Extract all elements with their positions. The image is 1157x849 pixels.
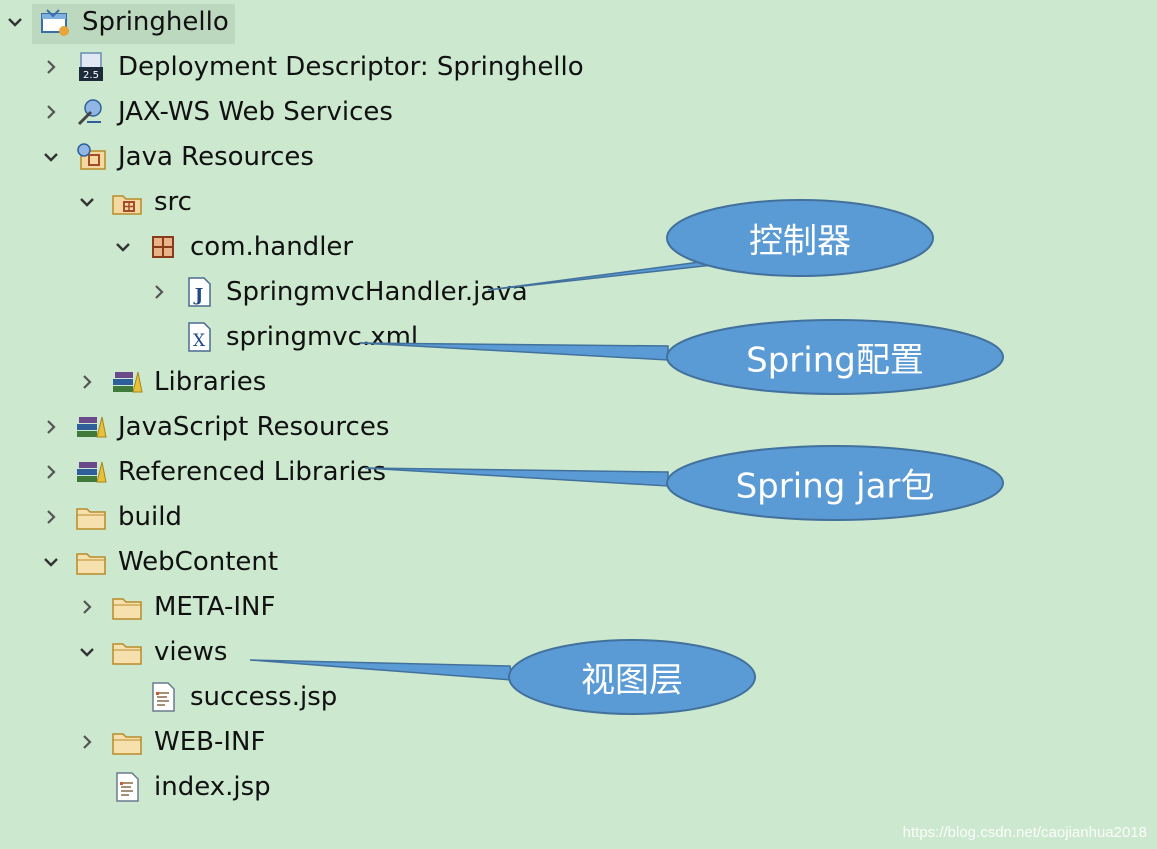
java-file-icon: J: [182, 276, 216, 308]
folder-icon: [74, 501, 108, 533]
callout-label: Spring jar包: [735, 466, 935, 507]
tree-item[interactable]: views: [74, 632, 227, 672]
chevron-down-icon[interactable]: [110, 234, 136, 260]
tree-item[interactable]: WebContent: [38, 542, 278, 582]
folder-icon: [110, 726, 144, 758]
xml-file-icon: X: [182, 321, 216, 353]
watermark: https://blog.csdn.net/caojianhua2018: [902, 824, 1147, 841]
folder-icon: [74, 546, 108, 578]
svg-text:X: X: [193, 331, 206, 351]
chevron-right-icon[interactable]: [38, 99, 64, 125]
deployment-descriptor-icon: 2.5: [74, 51, 108, 83]
tree-item-label: JavaScript Resources: [118, 412, 390, 442]
chevron-down-icon[interactable]: [38, 549, 64, 575]
tree-item[interactable]: Referenced Libraries: [38, 452, 386, 492]
tree-item[interactable]: index.jsp: [74, 767, 271, 807]
chevron-down-icon[interactable]: [74, 639, 100, 665]
tree-item-label: WEB-INF: [154, 727, 266, 757]
chevron-right-icon[interactable]: [38, 504, 64, 530]
folder-icon: [110, 636, 144, 668]
chevron-right-icon[interactable]: [38, 54, 64, 80]
tree-item[interactable]: src: [74, 182, 192, 222]
project-icon: [38, 6, 72, 38]
chevron-right-icon[interactable]: [38, 459, 64, 485]
tree-item[interactable]: Java Resources: [38, 137, 314, 177]
tree-item[interactable]: JAX-WS Web Services: [38, 92, 393, 132]
tree-item-label: JAX-WS Web Services: [118, 97, 393, 127]
tree-item[interactable]: Libraries: [74, 362, 266, 402]
tree-item[interactable]: JavaScript Resources: [38, 407, 389, 447]
tree-item-label: index.jsp: [154, 772, 271, 802]
tree-item-label: src: [154, 187, 192, 217]
library-icon: [74, 411, 108, 443]
tree-item[interactable]: build: [38, 497, 182, 537]
tree-item-label: Springhello: [82, 7, 229, 37]
java-resources-icon: [74, 141, 108, 173]
chevron-right-icon[interactable]: [38, 414, 64, 440]
jsp-file-icon: [110, 771, 144, 803]
tree-item[interactable]: com.handler: [110, 227, 353, 267]
svg-text:J: J: [193, 285, 204, 306]
svg-text:2.5: 2.5: [83, 70, 99, 81]
library-icon: [74, 456, 108, 488]
tree-item-label: Libraries: [154, 367, 267, 397]
jsp-file-icon: [146, 681, 180, 713]
tree-item-label: springmvc.xml: [226, 322, 419, 352]
package-icon: [146, 231, 180, 263]
tree-item-label: views: [154, 637, 228, 667]
tree-item[interactable]: 2.5 Deployment Descriptor: Springhello: [38, 47, 584, 87]
callout-label: 视图层: [581, 660, 683, 701]
tree-item-label: com.handler: [190, 232, 354, 262]
chevron-right-icon[interactable]: [74, 369, 100, 395]
folder-icon: [110, 591, 144, 623]
tree-item-label: build: [118, 502, 182, 532]
web-services-icon: [74, 96, 108, 128]
tree-item-label: Deployment Descriptor: Springhello: [118, 52, 584, 82]
tree-item[interactable]: META-INF: [74, 587, 275, 627]
tree-item[interactable]: WEB-INF: [74, 722, 265, 762]
chevron-right-icon[interactable]: [74, 729, 100, 755]
tree-item[interactable]: J SpringmvcHandler.java: [146, 272, 528, 312]
tree-item-label: WebContent: [118, 547, 279, 577]
chevron-right-icon[interactable]: [74, 594, 100, 620]
tree-item-label: Java Resources: [118, 142, 314, 172]
callout-label: 控制器: [749, 221, 851, 262]
tree-item-label: Referenced Libraries: [118, 457, 386, 487]
chevron-down-icon[interactable]: [74, 189, 100, 215]
source-folder-icon: [110, 186, 144, 218]
tree-item-label: META-INF: [154, 592, 276, 622]
tree-item[interactable]: success.jsp: [110, 677, 337, 717]
chevron-down-icon[interactable]: [38, 144, 64, 170]
chevron-down-icon[interactable]: [2, 9, 28, 35]
chevron-right-icon[interactable]: [146, 279, 172, 305]
tree-item[interactable]: Springhello: [2, 2, 235, 44]
tree-item-label: SpringmvcHandler.java: [226, 277, 528, 307]
library-icon: [110, 366, 144, 398]
callout-label: Spring配置: [746, 340, 924, 381]
tree-item-label: success.jsp: [190, 682, 338, 712]
